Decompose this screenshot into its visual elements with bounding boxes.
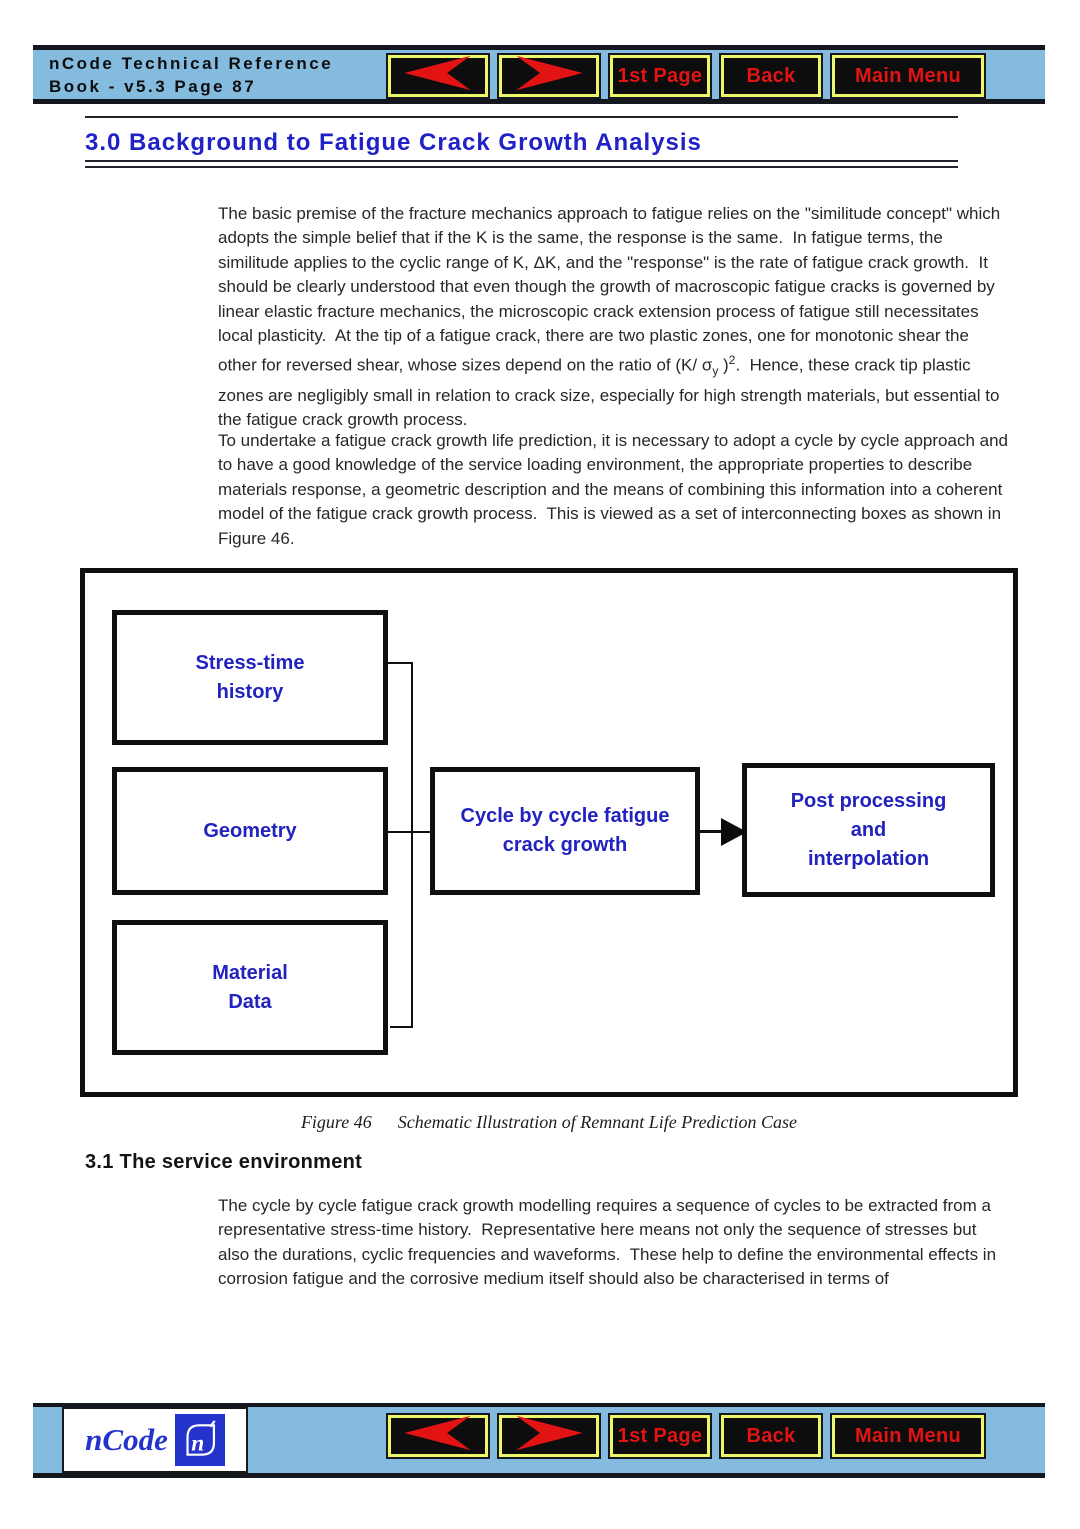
footer-next-page-button[interactable] <box>499 1415 599 1457</box>
figure-caption-label: Figure 46 <box>300 1112 372 1132</box>
main-menu-button[interactable]: Main Menu <box>832 55 984 97</box>
first-page-button[interactable]: 1st Page <box>610 55 710 97</box>
geometry-box: Geometry <box>112 767 388 895</box>
arrow-head-icon <box>721 818 747 846</box>
connector-material <box>390 1026 413 1028</box>
paragraph-1: The basic premise of the fracture mechan… <box>218 202 1010 433</box>
stress-time-history-box: Stress-time history <box>112 610 388 745</box>
ncode-logo-text: nCode <box>85 1422 168 1457</box>
footer-bar: nCode n 1st Page Back Main Menu <box>33 1403 1045 1478</box>
document-title: nCode Technical Reference Book - v5.3 Pa… <box>49 54 334 96</box>
right-arrow-icon <box>509 53 589 99</box>
material-data-box: Material Data <box>112 920 388 1055</box>
post-processing-box: Post processing and interpolation <box>742 763 995 897</box>
prev-page-button[interactable] <box>388 55 488 97</box>
heading-underline-2 <box>85 166 958 168</box>
header-nav-buttons: 1st Page Back Main Menu <box>388 55 984 97</box>
svg-text:n: n <box>191 1430 204 1456</box>
figure-caption-text: Schematic Illustration of Remnant Life P… <box>397 1112 798 1132</box>
sigma-symbol: σ <box>701 356 713 376</box>
footer-nav-buttons: 1st Page Back Main Menu <box>388 1415 984 1457</box>
left-arrow-icon <box>398 53 478 99</box>
paragraph-1-text: The basic premise of the fracture mechan… <box>218 204 1005 376</box>
next-page-button[interactable] <box>499 55 599 97</box>
connector-vertical-line <box>411 662 413 1028</box>
paragraph-3: The cycle by cycle fatigue crack growth … <box>218 1196 1001 1289</box>
back-button[interactable]: Back <box>721 55 821 97</box>
cycle-by-cycle-box: Cycle by cycle fatigue crack growth <box>430 767 700 895</box>
footer-main-menu-button[interactable]: Main Menu <box>832 1415 984 1457</box>
right-arrow-icon <box>509 1413 589 1459</box>
sigma-subscript: y <box>712 364 719 379</box>
footer-back-button[interactable]: Back <box>721 1415 821 1457</box>
paragraph-1-paren: ) <box>718 356 729 376</box>
footer-prev-page-button[interactable] <box>388 1415 488 1457</box>
ncode-logo: nCode n <box>62 1407 248 1473</box>
figure-caption: Figure 46 Schematic Illustration of Remna… <box>80 1112 1018 1133</box>
paragraph-1-text-b: . Hence, these crack tip plastic zones a… <box>218 356 1005 430</box>
paragraph-2: To undertake a fatigue crack growth life… <box>218 431 1013 548</box>
arrow-shaft <box>700 830 726 833</box>
ncode-logo-mark-icon: n <box>174 1414 225 1466</box>
left-arrow-icon <box>398 1413 478 1459</box>
heading-underline-1 <box>85 160 958 162</box>
rule-under-header <box>85 116 958 118</box>
footer-first-page-button[interactable]: 1st Page <box>610 1415 710 1457</box>
connector-stress-time <box>388 662 413 664</box>
header-bar: nCode Technical Reference Book - v5.3 Pa… <box>33 45 1045 104</box>
figure-46-diagram: Stress-time history Geometry Material Da… <box>80 568 1018 1097</box>
connector-geometry <box>388 831 432 833</box>
exponent: 2 <box>728 353 736 368</box>
section-heading: 3.0 Background to Fatigue Crack Growth A… <box>85 129 702 156</box>
subsection-heading: 3.1 The service environment <box>85 1151 363 1173</box>
